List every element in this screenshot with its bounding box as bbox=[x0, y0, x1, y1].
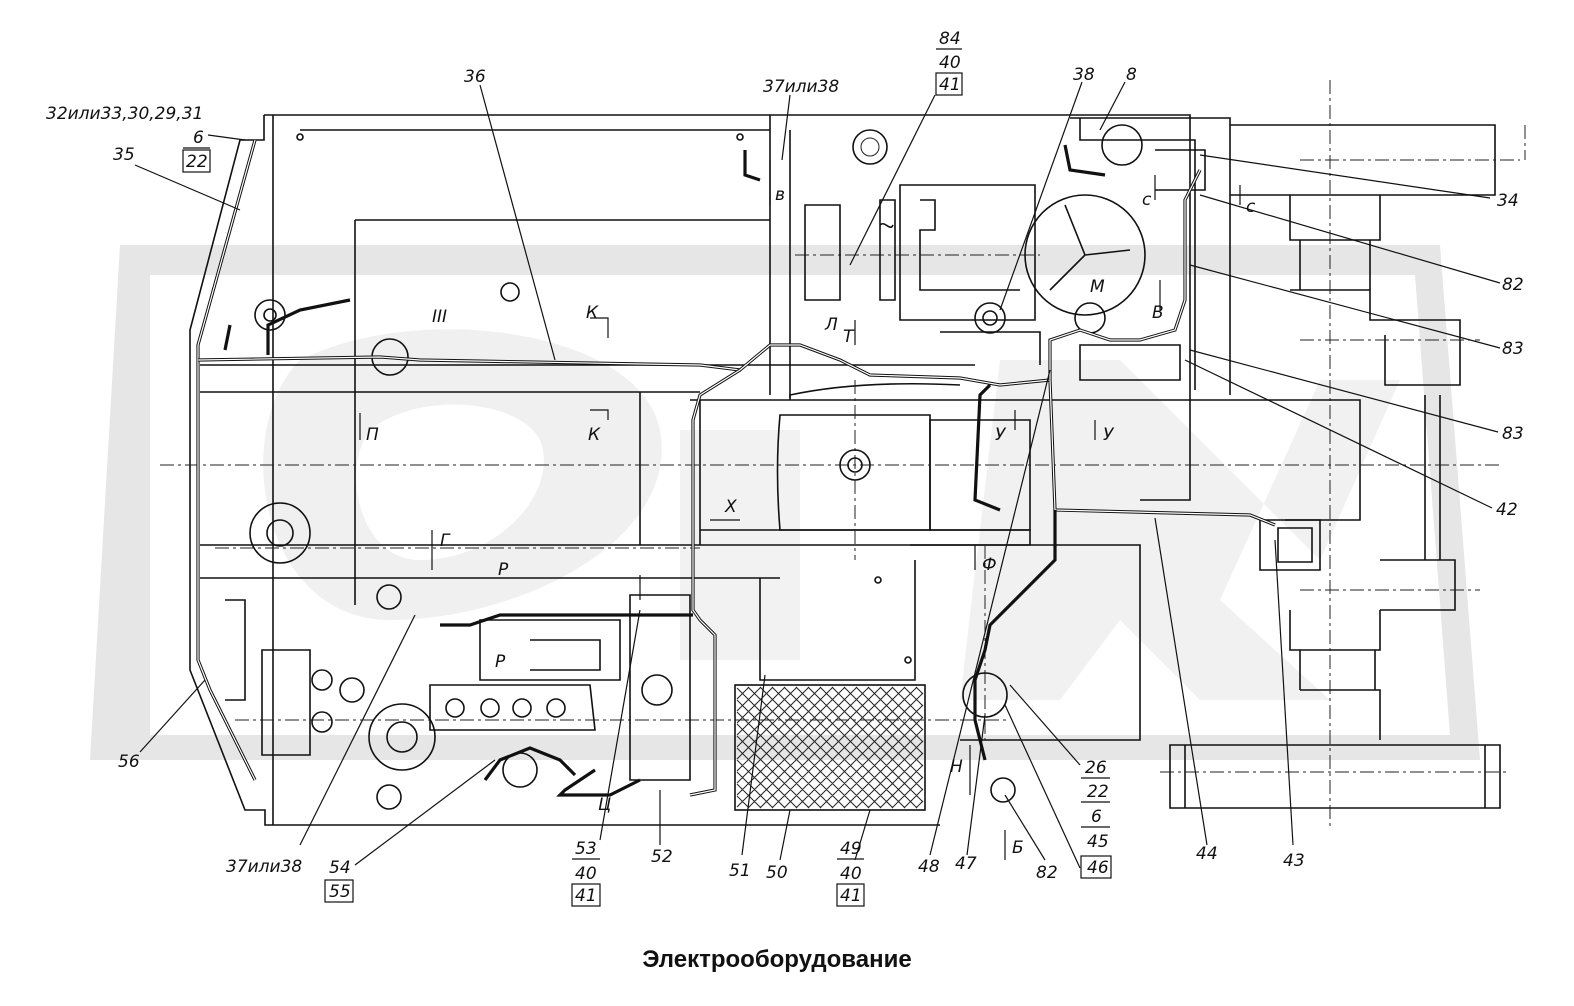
label-82-bottom: 82 bbox=[1036, 863, 1058, 883]
label-44: 44 bbox=[1196, 844, 1218, 864]
label-35: 35 bbox=[113, 145, 135, 165]
fraction-26-c: 6 bbox=[1091, 807, 1102, 827]
section-label-r1: Р bbox=[498, 560, 509, 580]
label-51: 51 bbox=[729, 861, 751, 881]
label-52: 52 bbox=[651, 847, 673, 867]
label-82-right: 82 bbox=[1502, 275, 1524, 295]
wiring-harness bbox=[196, 139, 1276, 797]
label-56: 56 bbox=[118, 752, 140, 772]
section-label-k1: К bbox=[586, 303, 599, 323]
label-43: 43 bbox=[1283, 851, 1305, 871]
fraction-6-22: 6 22 bbox=[182, 128, 211, 173]
fraction-49-top: 49 bbox=[840, 839, 862, 859]
fraction-54-bottom: 55 bbox=[329, 882, 351, 902]
leader-lines bbox=[134, 81, 1501, 869]
label-8: 8 bbox=[1126, 65, 1137, 85]
section-label-p: П bbox=[366, 425, 379, 445]
fraction-53-bottom: 41 bbox=[575, 886, 597, 906]
fraction-49-mid: 40 bbox=[840, 864, 862, 884]
section-label-f: Ф bbox=[982, 555, 997, 575]
fraction-49: 49 40 41 bbox=[836, 839, 865, 907]
fraction-84-bottom: 41 bbox=[939, 75, 961, 95]
fraction-26-e: 46 bbox=[1087, 858, 1109, 878]
section-label-l1: Л bbox=[824, 315, 838, 335]
fraction-53-top: 53 bbox=[575, 839, 597, 859]
label-50: 50 bbox=[766, 863, 788, 883]
section-label-x: Х bbox=[724, 497, 737, 517]
section-label-b: Б bbox=[1012, 838, 1024, 858]
label-83-upper: 83 bbox=[1502, 339, 1524, 359]
fraction-54-top: 54 bbox=[329, 858, 351, 878]
fraction-26-d: 45 bbox=[1087, 832, 1109, 852]
fraction-26-a: 26 bbox=[1085, 758, 1107, 778]
fraction-26-b: 22 bbox=[1087, 782, 1109, 802]
fraction-labels: 84 40 41 6 22 26 22 6 45 46 54 bbox=[182, 29, 1112, 907]
label-37-top: 37или38 bbox=[763, 77, 839, 97]
fraction-53-mid: 40 bbox=[575, 864, 597, 884]
label-83-lower: 83 bbox=[1502, 424, 1524, 444]
fraction-6: 6 bbox=[193, 128, 204, 148]
fraction-54: 54 55 bbox=[324, 858, 354, 903]
diagram-caption: Электрооборудование bbox=[642, 946, 911, 973]
section-label-v2: В bbox=[1152, 303, 1164, 323]
section-label-u2: У bbox=[1103, 425, 1115, 445]
center-lines bbox=[160, 80, 1526, 830]
fraction-84: 84 40 41 bbox=[935, 29, 963, 96]
section-label-m: М bbox=[1090, 277, 1105, 297]
section-label-ts: Ц bbox=[598, 795, 611, 815]
section-label-k2: К bbox=[588, 425, 601, 445]
section-label-c1: с bbox=[1142, 190, 1152, 210]
label-47: 47 bbox=[955, 854, 977, 874]
components bbox=[225, 124, 1321, 810]
label-34: 34 bbox=[1497, 191, 1519, 211]
label-42: 42 bbox=[1496, 500, 1518, 520]
watermark-logo bbox=[90, 245, 1480, 760]
fraction-84-top: 84 bbox=[939, 29, 961, 49]
section-label-iii: III bbox=[432, 307, 447, 327]
section-label-r2: Р bbox=[495, 652, 506, 672]
fraction-49-bottom: 41 bbox=[840, 886, 862, 906]
fraction-53: 53 40 41 bbox=[571, 839, 601, 907]
fraction-22: 22 bbox=[186, 152, 208, 172]
label-48: 48 bbox=[918, 857, 940, 877]
section-label-v: в bbox=[775, 185, 785, 205]
fraction-84-mid: 40 bbox=[939, 53, 961, 73]
section-label-c2: с bbox=[1246, 197, 1256, 217]
label-37-bottom: 37или38 bbox=[226, 857, 302, 877]
section-label-t: Т bbox=[843, 327, 855, 347]
section-markers: в с с К К Л Т П Р Р Г Х У У Ф Н Б М В Ц … bbox=[359, 160, 1256, 860]
section-label-u1: У bbox=[995, 425, 1007, 445]
label-36: 36 bbox=[464, 67, 486, 87]
callout-labels: 32или33,30,29,31 35 36 37или38 38 8 34 8… bbox=[46, 65, 1524, 883]
section-label-g: Г bbox=[440, 531, 451, 551]
label-32: 32или33,30,29,31 bbox=[46, 104, 203, 124]
label-38: 38 bbox=[1073, 65, 1095, 85]
fraction-26: 26 22 6 45 46 bbox=[1080, 758, 1112, 879]
